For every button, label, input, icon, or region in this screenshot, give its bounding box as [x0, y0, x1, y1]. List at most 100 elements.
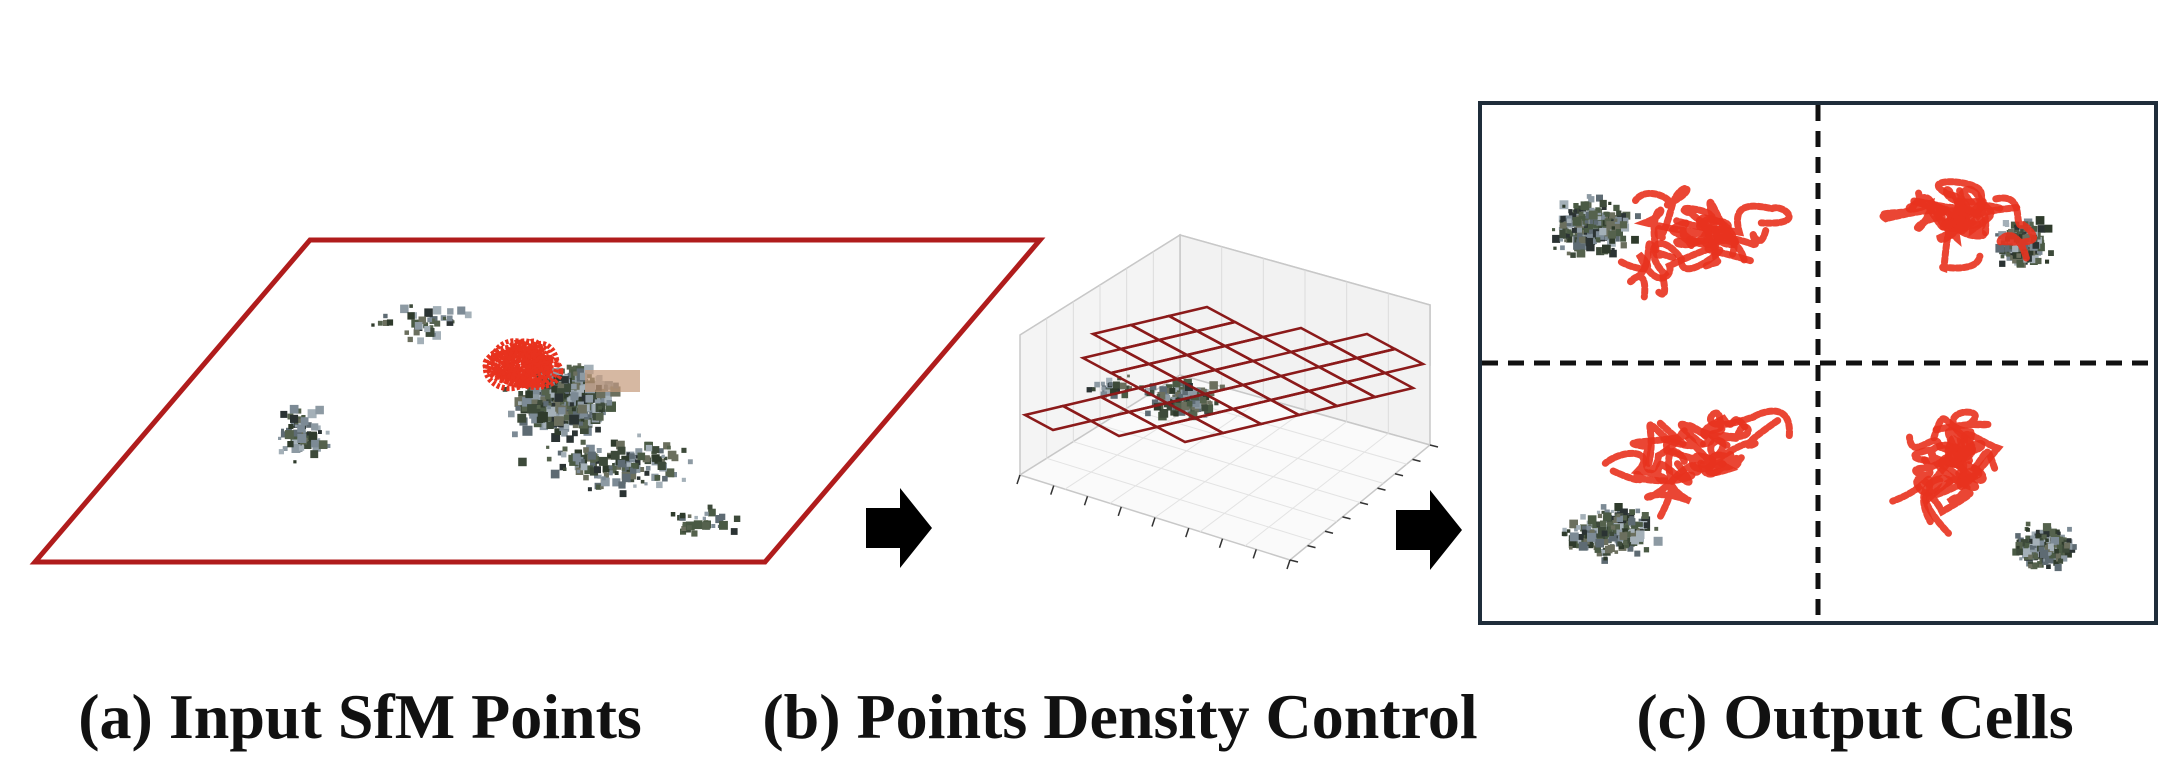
- point: [589, 401, 594, 406]
- point: [2028, 554, 2033, 559]
- point: [1589, 529, 1595, 535]
- point: [1596, 521, 1602, 527]
- point: [1630, 536, 1636, 542]
- point: [446, 315, 453, 322]
- camera-trajectory-segment: [1905, 187, 1967, 228]
- point: [2004, 222, 2010, 227]
- point: [555, 406, 560, 412]
- point: [628, 471, 637, 480]
- point: [547, 389, 556, 398]
- point: [1606, 221, 1615, 230]
- point: [608, 465, 617, 474]
- point: [1616, 513, 1621, 518]
- point: [733, 515, 741, 522]
- point: [1171, 401, 1177, 407]
- point: [2036, 242, 2045, 252]
- point: [1630, 528, 1635, 533]
- point: [2038, 546, 2045, 552]
- point: [540, 396, 547, 403]
- point: [1613, 204, 1620, 212]
- point: [574, 449, 582, 457]
- point: [572, 430, 578, 437]
- point: [1595, 526, 1599, 530]
- point: [1577, 534, 1584, 541]
- point: [551, 396, 557, 402]
- point: [563, 423, 569, 429]
- point: [1589, 229, 1594, 234]
- point: [1571, 227, 1577, 233]
- point: [527, 404, 537, 414]
- point: [543, 401, 549, 407]
- point: [1619, 532, 1628, 540]
- point: [546, 421, 554, 429]
- point: [1119, 382, 1127, 390]
- point: [619, 490, 627, 498]
- caption-points-density-control: (b) Points Density Control: [762, 681, 1478, 752]
- point: [2056, 544, 2063, 551]
- point: [1586, 194, 1592, 199]
- tick: [1412, 458, 1421, 463]
- point: [1601, 530, 1608, 537]
- sfm-point-cloud: [278, 304, 741, 537]
- point: [2035, 257, 2042, 265]
- point: [715, 515, 724, 524]
- point: [281, 428, 284, 432]
- point: [1574, 527, 1578, 532]
- point: [2015, 533, 2021, 539]
- point: [1214, 401, 1219, 406]
- point: [1586, 541, 1594, 549]
- point: [2061, 555, 2068, 562]
- point: [2066, 538, 2072, 544]
- camera-trajectory-segment: [1643, 461, 1703, 523]
- tick: [1083, 496, 1089, 506]
- point: [576, 469, 581, 474]
- point: [1587, 224, 1594, 230]
- point: [297, 424, 305, 433]
- point: [301, 417, 309, 425]
- point: [2049, 552, 2056, 559]
- point: [694, 515, 698, 520]
- point: [530, 385, 540, 395]
- point: [1165, 384, 1173, 391]
- point: [1641, 512, 1649, 519]
- point: [681, 526, 687, 531]
- point: [1604, 236, 1609, 241]
- point: [1572, 217, 1582, 226]
- point: [1128, 386, 1132, 390]
- point: [1621, 528, 1628, 535]
- point: [604, 395, 612, 404]
- point: [1573, 209, 1578, 213]
- point: [1601, 510, 1605, 514]
- point: [635, 460, 641, 466]
- point: [1616, 210, 1622, 216]
- point: [1995, 233, 1999, 237]
- camera-trajectory-segment: [1607, 447, 1696, 487]
- point: [2030, 254, 2039, 264]
- point: [681, 477, 686, 482]
- point: [1577, 539, 1582, 544]
- point: [1629, 509, 1635, 515]
- point: [1595, 538, 1605, 548]
- point: [1605, 545, 1613, 554]
- scene-boundary-parallelogram: [29, 237, 1046, 565]
- panel-b-points-density-control: [1016, 233, 1439, 570]
- point: [1170, 410, 1176, 416]
- point: [307, 409, 317, 419]
- point: [1178, 393, 1183, 399]
- point: [1592, 523, 1597, 529]
- point: [1586, 242, 1595, 252]
- point: [626, 462, 632, 467]
- point: [2039, 549, 2049, 558]
- point: [1614, 218, 1618, 222]
- point: [1621, 515, 1627, 521]
- point: [1582, 234, 1586, 238]
- point: [1592, 239, 1597, 245]
- point: [2048, 250, 2054, 256]
- point: [1166, 404, 1173, 411]
- point: [1586, 525, 1592, 531]
- point: [632, 463, 638, 469]
- point: [1643, 547, 1650, 553]
- tick: [1289, 559, 1299, 563]
- point: [2031, 225, 2038, 232]
- camera-trajectory: [482, 338, 564, 392]
